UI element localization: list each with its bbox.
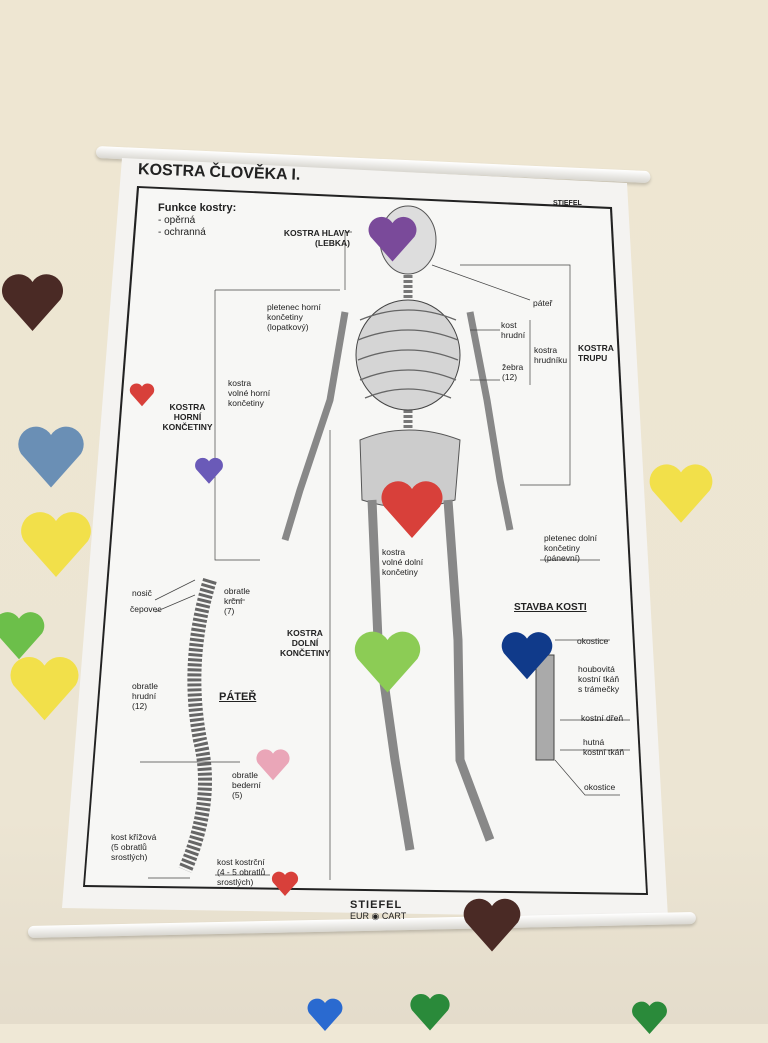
label-kostra-dolni: KOSTRA DOLNÍ KONČETINY <box>279 628 331 658</box>
label-kostni-dren: kostní dřeň <box>581 713 624 723</box>
heart-wall-brown <box>0 268 70 338</box>
heart-wall-blue <box>10 420 92 495</box>
label-hutna: hutná kostní tkáň <box>583 737 625 757</box>
heart-wall-yellow <box>12 505 100 585</box>
function-item: - opěrná <box>158 215 196 226</box>
label-cepovec: čepovec <box>130 604 162 614</box>
label-pletenec-dolni: pletenec dolní končetiny (pánevní) <box>544 533 597 563</box>
heart-navy <box>498 625 556 687</box>
label-okostice-2: okostice <box>584 782 616 792</box>
label-kost-hrudni: kost hrudní <box>501 320 526 340</box>
label-obratle-hrudni: obratle hrudní (12) <box>132 681 158 711</box>
function-item: - ochranná <box>158 227 206 238</box>
label-kostra-trupu: KOSTRA TRUPU <box>578 343 614 363</box>
heart-brown <box>458 893 526 958</box>
footer-brand: STIEFEL <box>350 899 403 911</box>
label-kostra-hrudniku: kostra hrudníku <box>534 345 568 365</box>
functions-heading: Funkce kostry: <box>158 202 237 214</box>
label-houbovita: houbovitá kostní tkáň s trámečky <box>578 664 620 694</box>
heart-small-red <box>128 380 156 410</box>
label-stavba-kosti: STAVBA KOSTI <box>514 602 587 613</box>
label-obratle-krcni: obratle krční (7) <box>224 586 250 616</box>
heart-small-red-bottom <box>270 868 300 900</box>
label-kostra-hlavy: KOSTRA HLAVY (LEBKA) <box>283 228 350 248</box>
heart-green <box>345 625 430 700</box>
label-volne-horni: kostra volné horní končetiny <box>228 378 271 408</box>
label-okostice-1: okostice <box>577 636 609 646</box>
label-obratle-bederni: obratle bederní (5) <box>232 770 261 800</box>
label-kost-kostrcni: kost kostrční (4 - 5 obratlů srostlých) <box>217 857 266 887</box>
label-pater-heading: PÁTEŘ <box>219 691 257 703</box>
heart-purple <box>345 212 440 267</box>
label-volne-dolni: kostra volné dolní končetiny <box>382 547 424 577</box>
heart-wall-blue-bottom <box>300 995 350 1035</box>
label-pater: páteř <box>533 298 553 308</box>
heart-wall-yellow-right <box>642 458 720 530</box>
label-kost-krizova: kost křížová (5 obratlů srostlých) <box>111 832 157 862</box>
label-nosic: nosič <box>132 588 152 598</box>
heart-small-violet <box>190 455 228 487</box>
label-zebra: žebra (12) <box>502 362 524 382</box>
label-pletenec-horni: pletenec horní končetiny (lopatkový) <box>267 302 321 332</box>
footer-sub: EUR ◉ CART <box>350 911 407 921</box>
heart-wall-yellow-2 <box>2 650 87 728</box>
heart-red <box>372 475 452 545</box>
heart-pink <box>254 745 292 785</box>
brand-top: STIEFEL <box>553 200 582 207</box>
label-kostra-horni: KOSTRA HORNÍ KONČETINY <box>162 402 213 432</box>
heart-wall-green <box>0 602 48 670</box>
heart-wall-green-bottom <box>390 990 470 1035</box>
heart-wall-green-bottom-right <box>612 998 687 1038</box>
